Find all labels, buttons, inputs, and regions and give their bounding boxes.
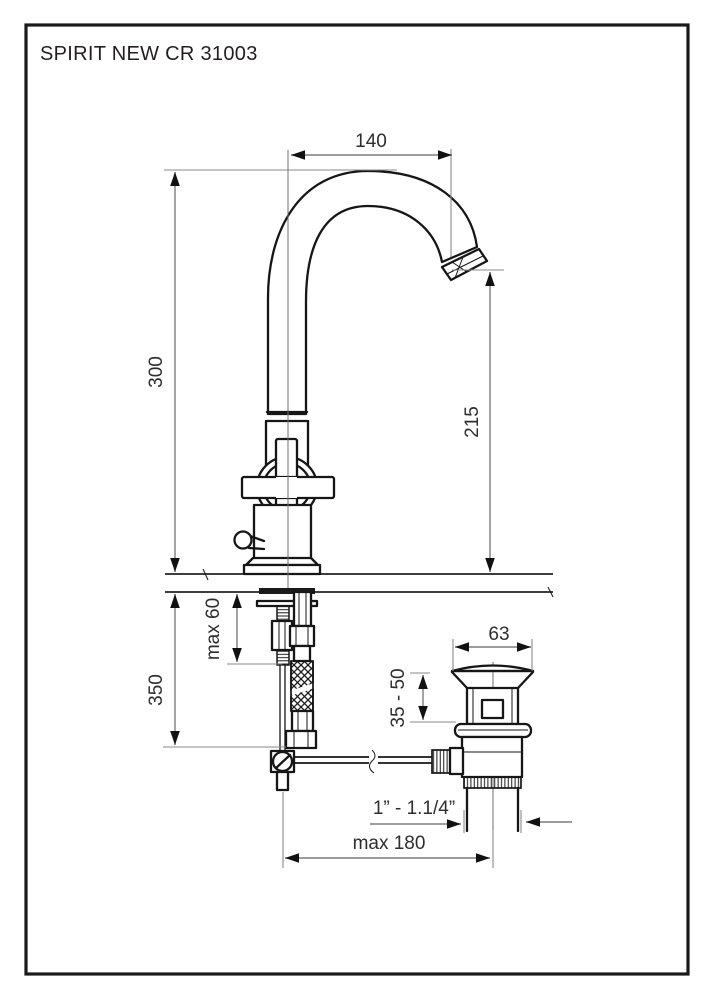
horizontal-rod (294, 749, 432, 774)
dim-max180-label: max 180 (353, 833, 426, 854)
threaded-stud (270, 605, 294, 666)
mounting-hardware (255, 588, 432, 792)
dimension-spout-reach: 140 (291, 131, 452, 257)
dim-max60-label: max 60 (203, 598, 224, 660)
faucet-outline (233, 150, 489, 592)
supply-hose (284, 590, 318, 750)
dim-350-label: 350 (146, 674, 167, 706)
dim-35-50-label: 35 - 50 (388, 668, 409, 727)
pop-up-waste (431, 662, 535, 833)
pop-up-knob (233, 530, 266, 551)
break-tick-left (202, 568, 209, 581)
dim-140-label: 140 (355, 131, 387, 152)
dim-215-label: 215 (462, 406, 483, 438)
spout-aerator (440, 247, 489, 282)
pop-up-rod (269, 664, 296, 792)
dimension-below-deck: 350 (146, 594, 286, 748)
overflow-slot (480, 698, 505, 720)
rod-break-mark (368, 749, 376, 774)
dimension-overall-height: 300 (146, 169, 397, 572)
dim-300-label: 300 (146, 356, 167, 388)
page-frame (24, 23, 690, 976)
rod-connector (431, 746, 465, 776)
dimension-deck-thickness: max 60 (203, 594, 282, 665)
faucet-body (252, 503, 313, 562)
dimension-waste-height-range: 35 - 50 (388, 668, 456, 728)
tailpiece-thread (463, 776, 522, 789)
dimension-thread-size: 1” - 1.1/4” (370, 798, 572, 833)
dimension-outlet-height: 215 (452, 269, 504, 572)
dim-63-label: 63 (488, 624, 509, 645)
counter-slab (165, 568, 554, 598)
spout-curve (266, 169, 479, 416)
dimension-waste-diameter: 63 (452, 624, 533, 671)
product-title: SPIRIT NEW CR 31003 (40, 43, 258, 65)
dimension-rod-reach: max 180 (282, 792, 494, 868)
dim-thread-label: 1” - 1.1/4” (373, 798, 455, 819)
break-tick-right (547, 586, 554, 598)
mounting-washer-top (259, 588, 315, 594)
